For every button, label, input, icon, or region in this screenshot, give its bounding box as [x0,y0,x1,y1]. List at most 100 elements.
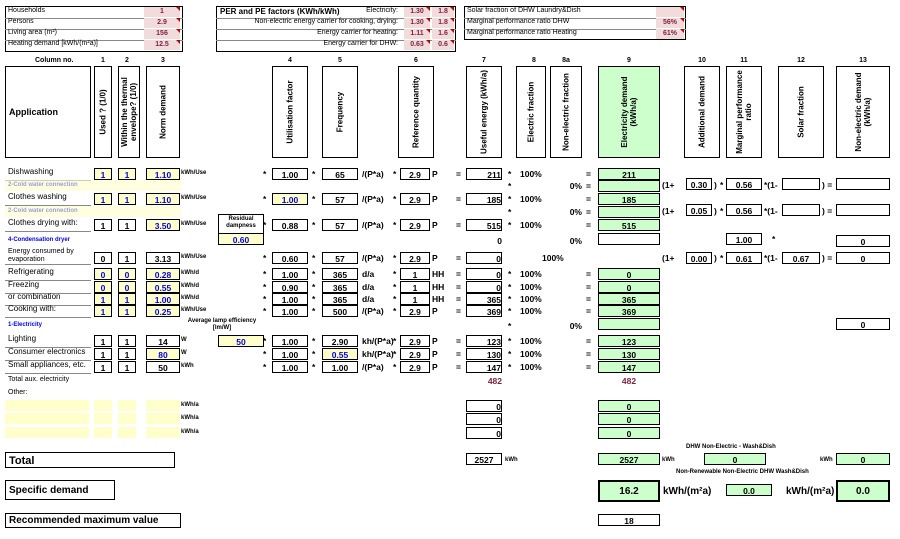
header-ref: Reference quantity [398,66,434,158]
utilisation-input[interactable]: 1.00 [272,361,308,373]
other-input-cell[interactable] [94,413,112,424]
utilisation-input[interactable]: 1.00 [272,193,308,205]
norm-unit: kWh/Use [181,307,207,313]
solar-row-value[interactable]: 61% [656,29,684,39]
within-toggle[interactable]: 1 [118,348,136,360]
other-input-cell[interactable] [5,400,89,411]
per-value-2[interactable]: 1.8 [432,18,454,28]
within-toggle[interactable]: 0 [118,268,136,280]
electric-fraction: 100% [520,194,542,204]
norm-demand-input[interactable]: 3.13 [146,252,180,264]
residual-dampness-input[interactable]: 0.60 [218,233,264,245]
other-input-cell[interactable] [94,427,112,438]
used-toggle[interactable]: 0 [94,252,112,264]
other-input-cell[interactable] [118,427,136,438]
solar-fraction-cell [782,204,820,216]
other-input-cell[interactable] [118,400,136,411]
comment-marker-icon [426,29,430,33]
norm-demand-input[interactable]: 80 [146,348,180,360]
frequency-input[interactable]: 2.90 [322,335,358,347]
utilisation-input[interactable]: 1.00 [272,348,308,360]
norm-demand-input[interactable]: 0.55 [146,281,180,293]
norm-unit: W [181,350,187,356]
formula-minus: *(1- [764,206,778,216]
solar-row-value[interactable] [656,7,684,17]
used-toggle[interactable]: 0 [94,268,112,280]
frequency-input[interactable]: 1.00 [322,361,358,373]
header-eldemand: Electricity demand (kWh/a) [598,66,660,158]
top-left-value[interactable]: 156 [144,29,180,39]
norm-demand-input[interactable]: 50 [146,361,180,373]
used-toggle[interactable]: 1 [94,361,112,373]
per-value-1[interactable]: 1.11 [404,29,430,39]
norm-demand-input[interactable]: 0.25 [146,305,180,317]
frequency-input[interactable]: 57 [322,252,358,264]
frequency-input[interactable]: 57 [322,193,358,205]
other-input-cell[interactable] [146,400,180,411]
non-electric-fraction: 0% [569,181,582,191]
norm-demand-input[interactable]: 0.28 [146,268,180,280]
per-value-2[interactable]: 1.6 [432,29,454,39]
frequency-input[interactable]: 57 [322,219,358,231]
utilisation-input[interactable]: 0.88 [272,219,308,231]
frequency-input[interactable]: 365 [322,293,358,305]
within-toggle[interactable]: 1 [118,305,136,317]
within-toggle[interactable]: 1 [118,252,136,264]
within-toggle[interactable]: 1 [118,168,136,180]
frequency-input[interactable]: 0.55 [322,348,358,360]
solar-row-value[interactable]: 56% [656,18,684,28]
used-toggle[interactable]: 0 [94,281,112,293]
norm-demand-input[interactable]: 1.10 [146,193,180,205]
solar-fraction: 0.67 [782,252,820,264]
used-toggle[interactable]: 1 [94,193,112,205]
utilisation-input[interactable]: 0.60 [272,252,308,264]
norm-demand-input[interactable]: 1.10 [146,168,180,180]
utilisation-input[interactable]: 1.00 [272,293,308,305]
used-toggle[interactable]: 1 [94,293,112,305]
utilisation-input[interactable]: 0.90 [272,281,308,293]
norm-demand-input[interactable]: 14 [146,335,180,347]
other-input-cell[interactable] [146,427,180,438]
used-toggle[interactable]: 1 [94,348,112,360]
frequency-input[interactable]: 365 [322,268,358,280]
reference-unit: P [432,169,438,179]
within-toggle[interactable]: 1 [118,193,136,205]
per-value-2[interactable]: 1.8 [432,7,454,17]
per-value-1[interactable]: 0.63 [404,40,430,50]
other-input-cell[interactable] [94,400,112,411]
within-toggle[interactable]: 1 [118,293,136,305]
used-toggle[interactable]: 1 [94,168,112,180]
within-toggle[interactable]: 1 [118,361,136,373]
frequency-input[interactable]: 365 [322,281,358,293]
used-toggle[interactable]: 1 [94,219,112,231]
other-input-cell[interactable] [118,413,136,424]
frequency-input[interactable]: 65 [322,168,358,180]
utilisation-input[interactable]: 1.00 [272,335,308,347]
multiply-sign: * [720,253,724,263]
norm-demand-input[interactable]: 3.50 [146,219,180,231]
other-input-cell[interactable] [5,427,89,438]
other-input-cell[interactable] [146,413,180,424]
per-value-1[interactable]: 1.30 [404,18,430,28]
multiply-sign: * [772,234,776,244]
utilisation-input[interactable]: 1.00 [272,168,308,180]
within-toggle[interactable]: 1 [118,219,136,231]
utilisation-input[interactable]: 1.00 [272,268,308,280]
multiply-sign: * [393,336,397,346]
lamp-efficiency-input[interactable]: 50 [218,335,264,347]
within-toggle[interactable]: 1 [118,335,136,347]
within-toggle[interactable]: 0 [118,281,136,293]
used-toggle[interactable]: 1 [94,305,112,317]
used-toggle[interactable]: 1 [94,335,112,347]
utilisation-input[interactable]: 1.00 [272,305,308,317]
norm-demand-input[interactable]: 1.00 [146,293,180,305]
other-input-cell[interactable] [5,413,89,424]
row-label-dry: Clothes drying with: [8,218,78,227]
frequency-input[interactable]: 500 [322,305,358,317]
top-left-value[interactable]: 2.9 [144,18,180,28]
multiply-sign: * [508,362,512,372]
top-left-value[interactable]: 12.5 [144,40,180,50]
per-value-1[interactable]: 1.30 [404,7,430,17]
top-left-value[interactable]: 1 [144,7,180,17]
per-value-2[interactable]: 0.6 [432,40,454,50]
